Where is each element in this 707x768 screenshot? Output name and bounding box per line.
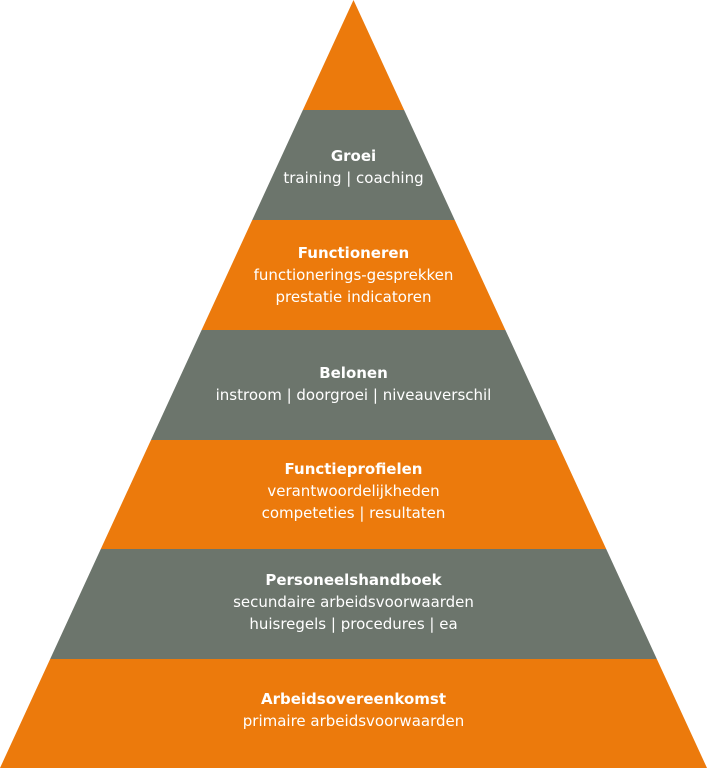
pyramid-tier-functieprofielen [100,440,607,549]
tier-title: Arbeidsovereenkomst [260,690,446,708]
pyramid-tier-personeelshandboek [50,549,657,659]
tier-label-functioneren: Functioneren functionerings-gesprekken p… [0,242,707,308]
tier-subtitle: prestatie indicatoren [275,288,432,306]
tier-subtitle: verantwoordelijkheden [267,482,440,500]
pyramid-tier-arbeidsovereenkomst [0,659,707,768]
tier-subtitle: training | coaching [283,169,424,187]
tier-subtitle: primaire arbeidsvoorwaarden [242,712,465,730]
tier-title: Functioneren [297,244,410,262]
tier-label-belonen: Belonen instroom | doorgroei | niveauver… [0,362,707,406]
pyramid-tier-apex [302,0,405,110]
pyramid-tier-belonen [150,330,557,440]
pyramid-tier-functioneren [201,220,506,330]
tier-title: Personeelshandboek [265,571,442,589]
pyramid-tier-groei [252,110,455,220]
tier-subtitle: huisregels | procedures | ea [249,615,458,633]
tier-subtitle: functionerings-gesprekken [253,266,454,284]
tier-label-arbeidsovereenkomst: Arbeidsovereenkomst primaire arbeidsvoor… [0,688,707,732]
tier-subtitle: instroom | doorgroei | niveauverschil [215,386,492,404]
tier-label-groei: Groei training | coaching [0,145,707,189]
tier-label-personeelshandboek: Personeelshandboek secundaire arbeidsvoo… [0,569,707,635]
tier-title: Belonen [319,364,388,382]
tier-title: Groei [330,147,377,165]
tier-subtitle: competeties | resultaten [261,504,446,522]
tier-label-functieprofielen: Functieprofielen verantwoordelijkheden c… [0,458,707,524]
tier-title: Functieprofielen [284,460,423,478]
tier-subtitle: secundaire arbeidsvoorwaarden [233,593,474,611]
